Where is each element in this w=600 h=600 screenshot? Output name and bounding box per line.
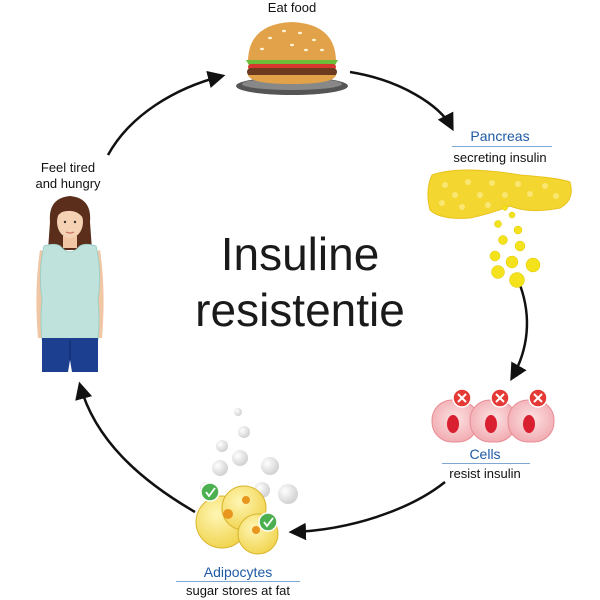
woman-icon <box>36 196 104 372</box>
eat-food-label: Eat food <box>267 0 317 15</box>
cells-subtitle: resist insulin <box>449 466 521 481</box>
arrow-eat-to-pancreas <box>349 70 454 132</box>
adipocytes-title: Adipocytes <box>203 564 273 580</box>
check-icon <box>200 482 278 532</box>
cells-icon <box>431 388 555 443</box>
arrow-pancreas-to-cells <box>510 284 529 382</box>
adipocytes-divider <box>176 581 300 582</box>
arrow-adipocytes-to-tired <box>75 381 196 514</box>
burger-icon <box>236 22 348 95</box>
pancreas-title: Pancreas <box>470 128 530 144</box>
center-title-line2: resistentie <box>195 284 405 336</box>
arrow-cells-to-adipocytes <box>288 481 446 541</box>
cells-divider <box>442 463 530 464</box>
tired-label-line1: Feel tired <box>40 160 96 175</box>
adipocytes-icon <box>195 408 298 555</box>
arrow-tired-to-eat <box>106 70 226 156</box>
adipocytes-subtitle: sugar stores at fat <box>185 583 291 598</box>
pancreas-icon <box>427 169 572 288</box>
center-title-line1: Insuline <box>220 228 380 280</box>
pancreas-subtitle: secreting insulin <box>453 150 547 165</box>
cells-title: Cells <box>469 446 501 462</box>
pancreas-divider <box>452 146 552 147</box>
tired-label-line2: and hungry <box>35 176 101 191</box>
x-icon <box>452 388 548 408</box>
